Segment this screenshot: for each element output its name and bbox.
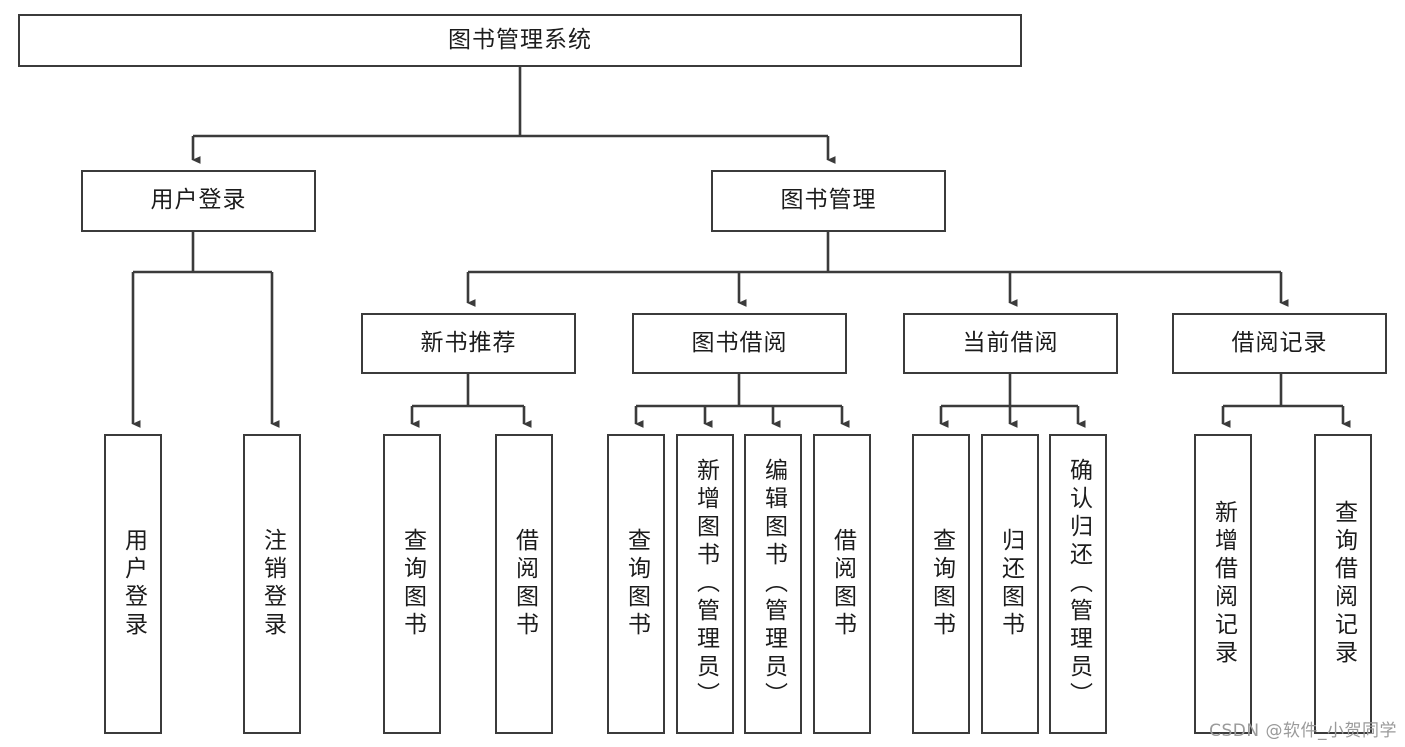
node-label: 归还图书: [997, 528, 1024, 640]
leaf-borrow-borrow-book[interactable]: 借阅图书: [813, 434, 871, 734]
leaf-record-query-record[interactable]: 查询借阅记录: [1314, 434, 1372, 734]
node-label: 新增借阅记录: [1210, 500, 1237, 668]
leaf-borrow-query-book[interactable]: 查询图书: [607, 434, 665, 734]
node-label: 借阅图书: [829, 528, 856, 640]
node-borrow-record[interactable]: 借阅记录: [1172, 313, 1387, 374]
leaf-current-query-book[interactable]: 查询图书: [912, 434, 970, 734]
node-label: 查询图书: [928, 528, 955, 640]
leaf-user-login-login[interactable]: 用户登录: [104, 434, 162, 734]
node-label: 用户登录: [120, 528, 147, 640]
node-label: 确认归还（管理员）: [1065, 458, 1092, 710]
leaf-record-add-record[interactable]: 新增借阅记录: [1194, 434, 1252, 734]
leaf-borrow-add-book-admin[interactable]: 新增图书（管理员）: [676, 434, 734, 734]
node-label: 查询图书: [399, 528, 426, 640]
node-new-book-recommend[interactable]: 新书推荐: [361, 313, 576, 374]
node-label: 注销登录: [259, 528, 286, 640]
node-label: 借阅图书: [511, 528, 538, 640]
node-user-login[interactable]: 用户登录: [81, 170, 316, 232]
leaf-new-book-borrow[interactable]: 借阅图书: [495, 434, 553, 734]
node-label: 查询借阅记录: [1330, 500, 1357, 668]
node-label: 用户登录: [150, 187, 247, 214]
node-label: 新增图书（管理员）: [692, 458, 719, 710]
node-book-management-system[interactable]: 图书管理系统: [18, 14, 1022, 67]
node-current-borrow[interactable]: 当前借阅: [903, 313, 1118, 374]
node-book-borrow[interactable]: 图书借阅: [632, 313, 847, 374]
node-label: 当前借阅: [962, 329, 1059, 356]
leaf-current-return-book[interactable]: 归还图书: [981, 434, 1039, 734]
node-label: 图书管理: [780, 187, 877, 214]
leaf-borrow-edit-book-admin[interactable]: 编辑图书（管理员）: [744, 434, 802, 734]
watermark-text: CSDN @软件_小贺同学: [1209, 721, 1397, 741]
node-label: 图书管理系统: [448, 26, 592, 53]
node-label: 编辑图书（管理员）: [760, 458, 787, 710]
node-label: 图书借阅: [691, 329, 788, 356]
leaf-user-login-logout[interactable]: 注销登录: [243, 434, 301, 734]
leaf-new-book-query[interactable]: 查询图书: [383, 434, 441, 734]
node-label: 查询图书: [623, 528, 650, 640]
node-label: 新书推荐: [420, 329, 517, 356]
node-label: 借阅记录: [1231, 329, 1328, 356]
leaf-current-confirm-return-admin[interactable]: 确认归还（管理员）: [1049, 434, 1107, 734]
node-book-management[interactable]: 图书管理: [711, 170, 946, 232]
